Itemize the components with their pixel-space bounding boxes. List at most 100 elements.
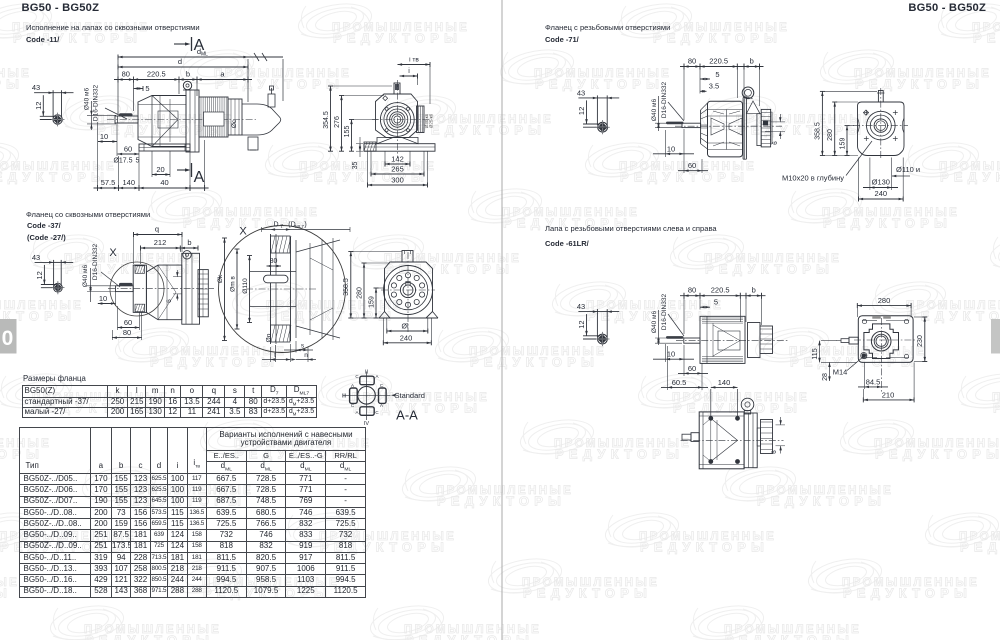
svg-text:84.5: 84.5 <box>866 377 881 386</box>
svg-text:0: 0 <box>2 327 14 350</box>
svg-text:D: D <box>273 222 278 229</box>
svg-text:i тв: i тв <box>409 57 419 64</box>
svg-text:A: A <box>351 383 354 388</box>
svg-text:40: 40 <box>160 178 168 187</box>
svg-text:10: 10 <box>667 350 675 359</box>
svg-text:43: 43 <box>32 253 40 262</box>
svg-text:3.5: 3.5 <box>709 82 719 91</box>
svg-text:140: 140 <box>718 378 731 387</box>
svg-text:358.5: 358.5 <box>815 122 822 140</box>
svg-text:80: 80 <box>688 286 696 295</box>
svg-text:X: X <box>109 247 117 259</box>
svg-text:D16-DIN332: D16-DIN332 <box>92 244 99 281</box>
svg-text:80: 80 <box>270 258 278 265</box>
svg-text:12: 12 <box>35 271 44 279</box>
svg-text:M14: M14 <box>833 368 848 377</box>
svg-text:Ø110: Ø110 <box>242 278 249 294</box>
svg-text:Ø40 м6: Ø40 м6 <box>84 88 91 111</box>
svg-text:280: 280 <box>827 129 834 141</box>
svg-text:C: C <box>355 374 359 379</box>
svg-text:Øk: Øk <box>217 274 224 283</box>
svg-text:60: 60 <box>688 161 696 170</box>
svg-text:265: 265 <box>391 165 404 174</box>
svg-text:155: 155 <box>344 126 351 138</box>
svg-text:D16-DIN332: D16-DIN332 <box>93 85 100 122</box>
svg-text:140: 140 <box>122 178 135 187</box>
svg-text:ML: ML <box>201 52 208 58</box>
svg-text:300: 300 <box>391 176 404 185</box>
svg-text:Øo: Øo <box>266 333 273 342</box>
svg-text:A: A <box>355 410 358 415</box>
svg-text:Ø40 м6: Ø40 м6 <box>651 99 658 122</box>
svg-text:10: 10 <box>99 294 107 303</box>
svg-text:220.5: 220.5 <box>711 286 730 295</box>
svg-text:s: s <box>301 343 305 350</box>
svg-text:5: 5 <box>145 84 149 93</box>
svg-text:159: 159 <box>369 296 376 308</box>
svg-text:6: 6 <box>166 299 173 303</box>
svg-text:43: 43 <box>577 88 585 97</box>
svg-text:5: 5 <box>714 298 718 307</box>
svg-text:(D: (D <box>288 222 295 229</box>
svg-text:28: 28 <box>822 373 829 381</box>
svg-text:b: b <box>752 286 756 295</box>
svg-text:10: 10 <box>667 144 675 153</box>
svg-text:Ø110 и: Ø110 и <box>896 165 920 174</box>
svg-text:230: 230 <box>917 335 924 347</box>
svg-text:43: 43 <box>577 302 585 311</box>
svg-text:80: 80 <box>688 56 696 65</box>
svg-text:n: n <box>304 352 308 359</box>
svg-text:M10x20 в глубину: M10x20 в глубину <box>782 174 844 183</box>
svg-text:35: 35 <box>352 162 359 170</box>
svg-text:220.5: 220.5 <box>709 56 728 65</box>
svg-text:A: A <box>194 37 205 54</box>
svg-text:d: d <box>178 57 182 66</box>
svg-text:A-A: A-A <box>396 408 418 423</box>
svg-text:Ø130: Ø130 <box>872 178 890 187</box>
svg-text:Øc: Øc <box>231 119 238 128</box>
svg-text:115: 115 <box>812 348 819 359</box>
svg-text:Ø30 к6: Ø30 к6 <box>424 113 429 128</box>
svg-text:q: q <box>155 225 159 234</box>
svg-text:60: 60 <box>124 318 132 327</box>
svg-text:10: 10 <box>100 132 108 141</box>
svg-text:142: 142 <box>391 155 404 164</box>
svg-text:Øm в: Øm в <box>230 276 237 292</box>
svg-text:80: 80 <box>123 328 131 337</box>
svg-text:A: A <box>380 403 383 408</box>
svg-text:276: 276 <box>334 116 341 128</box>
svg-text:354.5: 354.5 <box>323 111 330 129</box>
svg-text:159: 159 <box>840 138 847 150</box>
svg-text:ML7: ML7 <box>295 224 304 229</box>
svg-text:6: 6 <box>772 141 779 145</box>
svg-text:12: 12 <box>34 102 43 110</box>
svg-text:280: 280 <box>357 287 364 299</box>
svg-text:280: 280 <box>878 296 891 305</box>
svg-text:60.5: 60.5 <box>672 378 687 387</box>
svg-text:20: 20 <box>156 165 164 174</box>
svg-text:b: b <box>750 56 754 65</box>
svg-text:43: 43 <box>32 83 40 92</box>
svg-text:57.5: 57.5 <box>101 178 116 187</box>
svg-text:5: 5 <box>136 158 140 165</box>
svg-text:7: 7 <box>280 224 283 230</box>
svg-text:III: III <box>342 394 347 400</box>
svg-text:D16-DIN332: D16-DIN332 <box>661 82 668 119</box>
svg-text:C: C <box>380 383 384 388</box>
svg-text:240: 240 <box>400 333 413 342</box>
svg-text:220.5: 220.5 <box>147 69 166 78</box>
svg-text:a: a <box>220 69 225 78</box>
svg-text:b: b <box>187 238 191 247</box>
svg-text:12: 12 <box>577 107 586 115</box>
svg-text:b: b <box>186 69 190 78</box>
svg-text:): ) <box>304 222 306 229</box>
svg-text:210: 210 <box>882 390 895 399</box>
svg-text:C: C <box>375 410 379 415</box>
svg-text:240: 240 <box>875 189 888 198</box>
svg-text:212: 212 <box>154 238 167 247</box>
svg-text:d: d <box>197 47 201 56</box>
svg-text:80: 80 <box>122 69 130 78</box>
svg-text:6: 6 <box>771 450 778 454</box>
svg-text:60: 60 <box>688 364 696 373</box>
svg-text:Øl: Øl <box>402 324 409 331</box>
